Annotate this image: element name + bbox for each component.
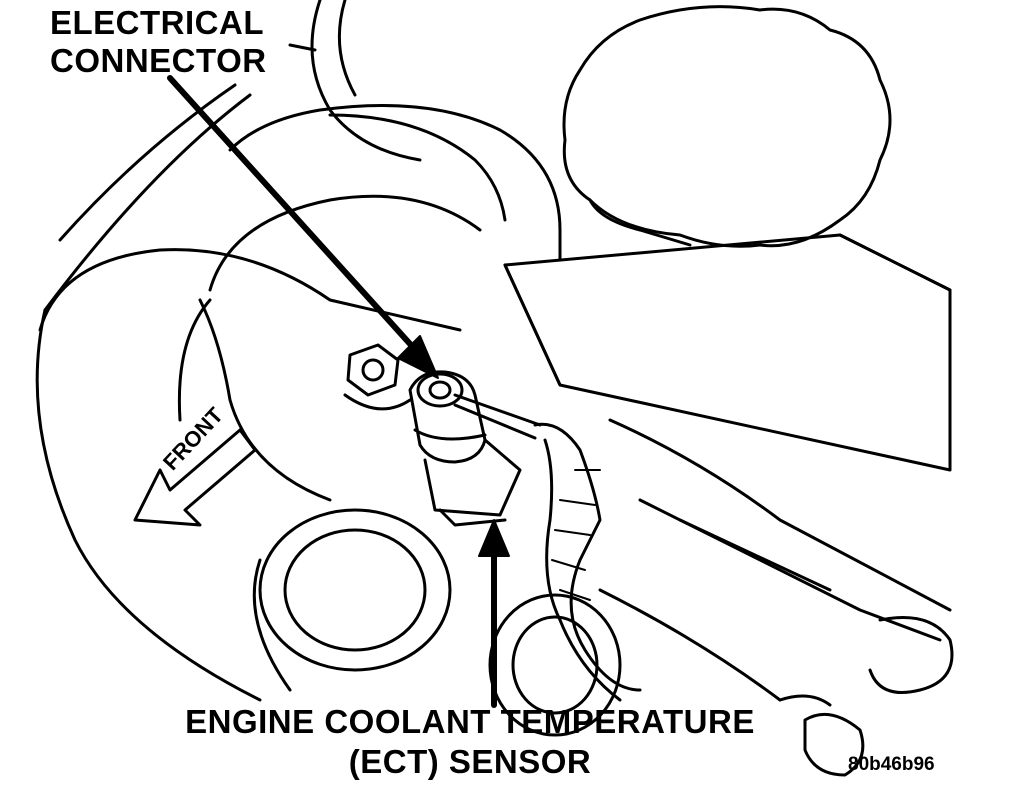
front-arrow-outline — [133, 428, 257, 527]
intake-manifold-outline — [228, 104, 562, 262]
sensor-wire — [453, 393, 542, 440]
mounting-bolt — [346, 343, 400, 397]
electrical-connector-callout: ELECTRICAL CONNECTOR — [50, 4, 267, 80]
sensor-leader-arrowhead — [478, 519, 510, 557]
thermostat-housing — [38, 248, 462, 332]
upper-hose-outline — [310, 0, 422, 162]
radiator-hose-arc — [58, 83, 237, 242]
callout-line-2: (ECT) SENSOR — [348, 743, 592, 780]
ect-sensor-callout: ENGINE COOLANT TEMPERATURE (ECT) SENSOR — [160, 702, 780, 782]
callout-line-1: ELECTRICAL — [50, 4, 264, 41]
connector-leader-arrowhead — [397, 335, 439, 379]
callout-line-2: CONNECTOR — [50, 42, 267, 79]
valve-cover — [503, 233, 952, 472]
engine-rail — [608, 418, 952, 612]
fitting — [803, 712, 865, 777]
figure-reference-code: 80b46b96 — [848, 754, 935, 775]
connector-leader-line — [167, 75, 423, 358]
heater-hose — [488, 593, 622, 737]
lower-hose-end — [258, 508, 452, 672]
callout-line-1: ENGINE COOLANT TEMPERATURE — [185, 703, 755, 740]
filler-cap — [562, 5, 892, 248]
